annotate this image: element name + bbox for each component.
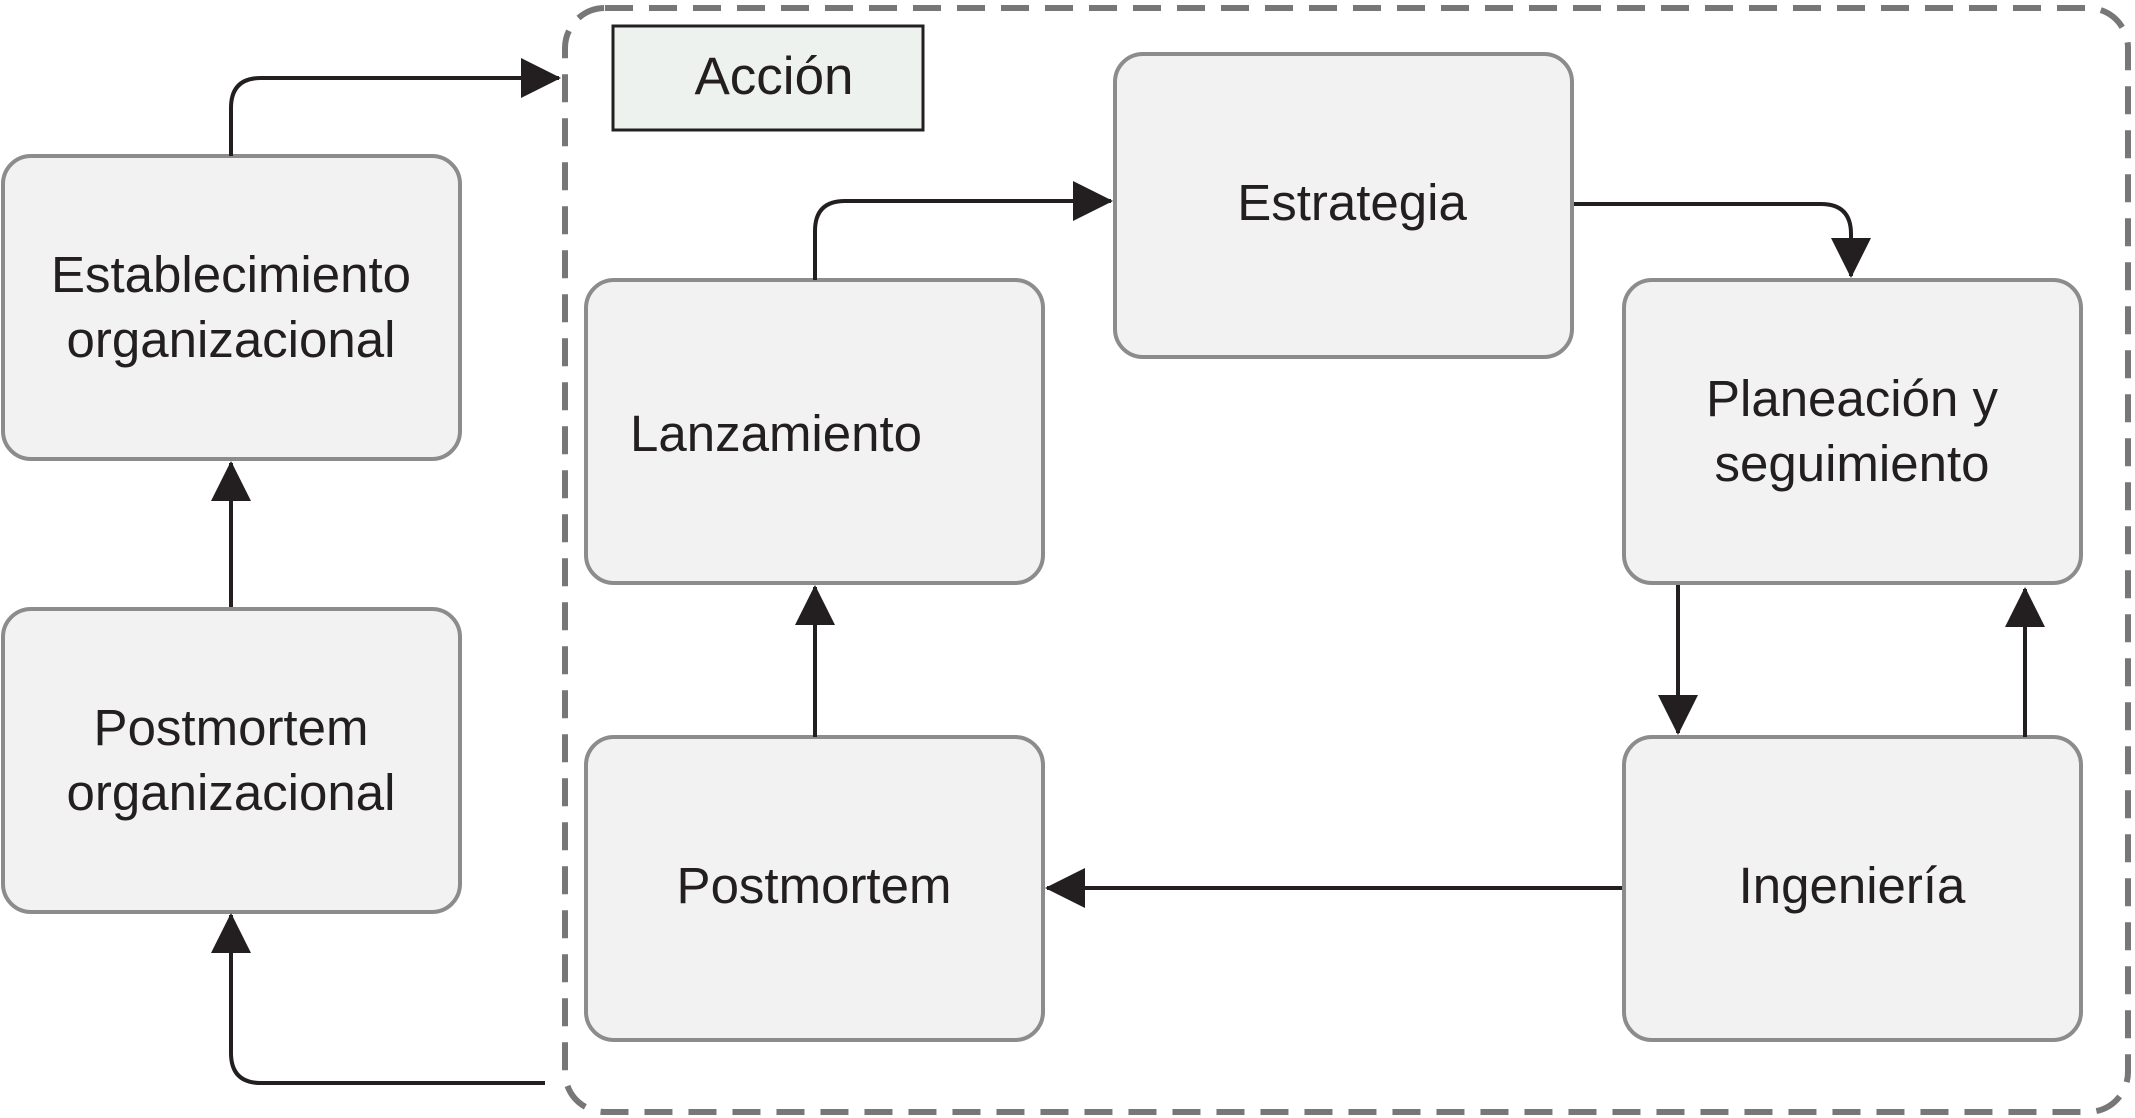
node-postmortem-label: Postmortem — [677, 857, 952, 914]
node-estrategia: Estrategia — [1113, 52, 1574, 359]
node-postmortem: Postmortem — [584, 735, 1045, 1042]
node-planeacion-line2: seguimiento — [1715, 435, 1990, 492]
accion-label: Acción — [694, 47, 853, 106]
node-postmortem-organizacional: Postmortem organizacional — [1, 607, 462, 914]
node-ingenieria-label: Ingeniería — [1739, 857, 1966, 914]
arrow-accion-to-postmortem-org — [211, 913, 545, 1085]
node-postmortem-org-line2: organizacional — [67, 764, 396, 821]
node-planeacion-line1: Planeación y — [1706, 370, 1999, 427]
node-establecimiento-line2: organizacional — [67, 311, 396, 368]
arrow-estrategia-to-planeacion — [1574, 202, 1871, 278]
arrow-establecimiento-to-accion — [229, 58, 561, 156]
node-establecimiento-organizacional: Establecimiento organizacional — [1, 154, 462, 461]
node-postmortem-org-line1: Postmortem — [94, 699, 369, 756]
node-planeacion-y-seguimiento: Planeación y seguimiento — [1622, 278, 2083, 585]
node-estrategia-label: Estrategia — [1237, 174, 1467, 231]
node-establecimiento-line1: Establecimiento — [51, 246, 411, 303]
node-lanzamiento-label: Lanzamiento — [630, 405, 922, 462]
node-ingenieria: Ingeniería — [1622, 735, 2083, 1042]
accion-group-border — [562, 5, 2131, 1115]
node-lanzamiento: Lanzamiento — [584, 278, 1045, 585]
accion-label-box: Acción — [611, 24, 925, 132]
arrow-lanzamiento-to-estrategia — [813, 181, 1113, 280]
